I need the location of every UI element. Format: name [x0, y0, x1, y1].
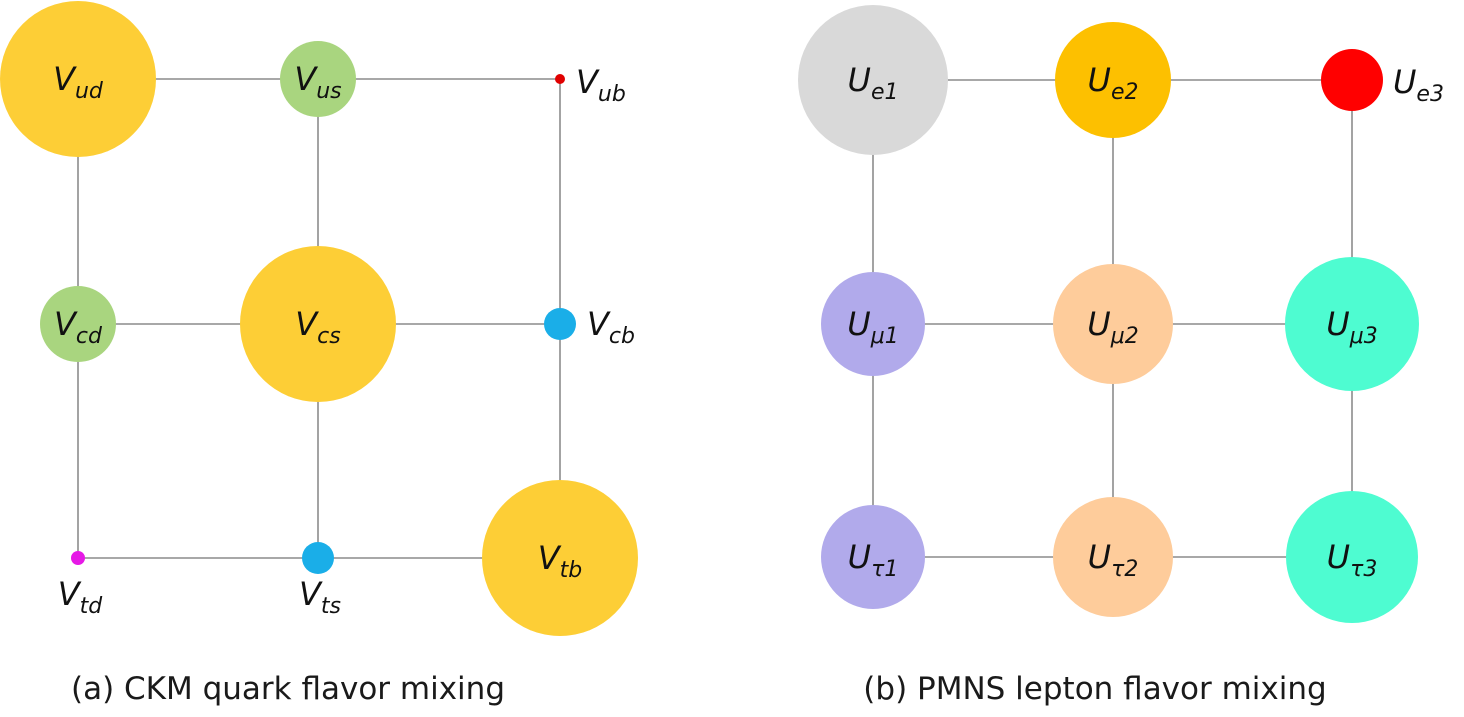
ckm-node-ts: Vts	[299, 542, 341, 619]
ckm-node-ud: Vud	[0, 1, 156, 157]
pmns-node-mu3: Uμ3	[1285, 257, 1419, 391]
ckm-circle-cb	[544, 308, 576, 340]
ckm-circle-cs	[240, 246, 396, 402]
ckm-caption: (a) CKM quark flavor mixing	[71, 671, 505, 707]
ckm-node-cd: Vcd	[40, 286, 116, 362]
pmns-node-tau3: Uτ3	[1286, 491, 1418, 623]
pmns-node-tau1: Uτ1	[821, 505, 925, 609]
ckm-label-ts: Vts	[299, 575, 341, 619]
pmns-label-mu1: Uμ1	[847, 305, 898, 349]
ckm-edges	[77, 78, 561, 559]
pmns-circle-e3	[1321, 49, 1383, 111]
pmns-panel: Ue1 Ue2 Ue3 Uμ1 Uμ2	[798, 5, 1444, 707]
ckm-label-cs: Vcs	[295, 305, 340, 349]
pmns-node-e2: Ue2	[1055, 22, 1171, 138]
ckm-node-cb: Vcb	[544, 305, 635, 349]
ckm-label-ub: Vub	[576, 63, 626, 107]
pmns-circle-e1	[798, 5, 948, 155]
pmns-label-e3: Ue3	[1393, 63, 1444, 107]
ckm-label-us: Vus	[294, 60, 341, 104]
pmns-circle-e2	[1055, 22, 1171, 138]
ckm-label-tb: Vtb	[538, 539, 582, 583]
pmns-circle-tau1	[821, 505, 925, 609]
pmns-label-e2: Ue2	[1088, 61, 1139, 105]
pmns-node-e1: Ue1	[798, 5, 948, 155]
pmns-label-tau1: Uτ1	[848, 538, 899, 582]
ckm-node-td: Vtd	[58, 551, 104, 619]
ckm-circle-tb	[482, 480, 638, 636]
pmns-node-e3: Ue3	[1321, 49, 1444, 111]
pmns-node-mu2: Uμ2	[1053, 264, 1173, 384]
pmns-label-tau3: Uτ3	[1327, 538, 1378, 582]
ckm-circle-ts	[302, 542, 334, 574]
ckm-circle-ud	[0, 1, 156, 157]
ckm-circle-cd	[40, 286, 116, 362]
ckm-label-td: Vtd	[58, 575, 104, 619]
ckm-circle-ub	[555, 74, 565, 84]
pmns-circle-mu1	[821, 272, 925, 376]
pmns-node-tau2: Uτ2	[1053, 497, 1173, 617]
pmns-caption: (b) PMNS lepton flavor mixing	[863, 671, 1326, 707]
ckm-circle-us	[280, 41, 356, 117]
ckm-node-us: Vus	[280, 41, 356, 117]
pmns-label-mu2: Uμ2	[1087, 305, 1138, 349]
pmns-label-e1: Ue1	[848, 61, 899, 105]
pmns-circle-mu2	[1053, 264, 1173, 384]
pmns-circle-mu3	[1285, 257, 1419, 391]
ckm-node-tb: Vtb	[482, 480, 638, 636]
ckm-label-cd: Vcd	[54, 305, 103, 349]
ckm-label-ud: Vud	[53, 60, 104, 104]
ckm-label-cb: Vcb	[587, 305, 635, 349]
pmns-node-mu1: Uμ1	[821, 272, 925, 376]
ckm-node-cs: Vcs	[240, 246, 396, 402]
pmns-label-tau2: Uτ2	[1088, 538, 1139, 582]
pmns-circle-tau2	[1053, 497, 1173, 617]
ckm-circle-td	[71, 551, 85, 565]
pmns-label-mu3: Uμ3	[1326, 305, 1377, 349]
ckm-node-ub: Vub	[555, 63, 626, 107]
pmns-circle-tau3	[1286, 491, 1418, 623]
ckm-panel: Vud Vus Vub Vcd Vcs	[0, 1, 638, 707]
